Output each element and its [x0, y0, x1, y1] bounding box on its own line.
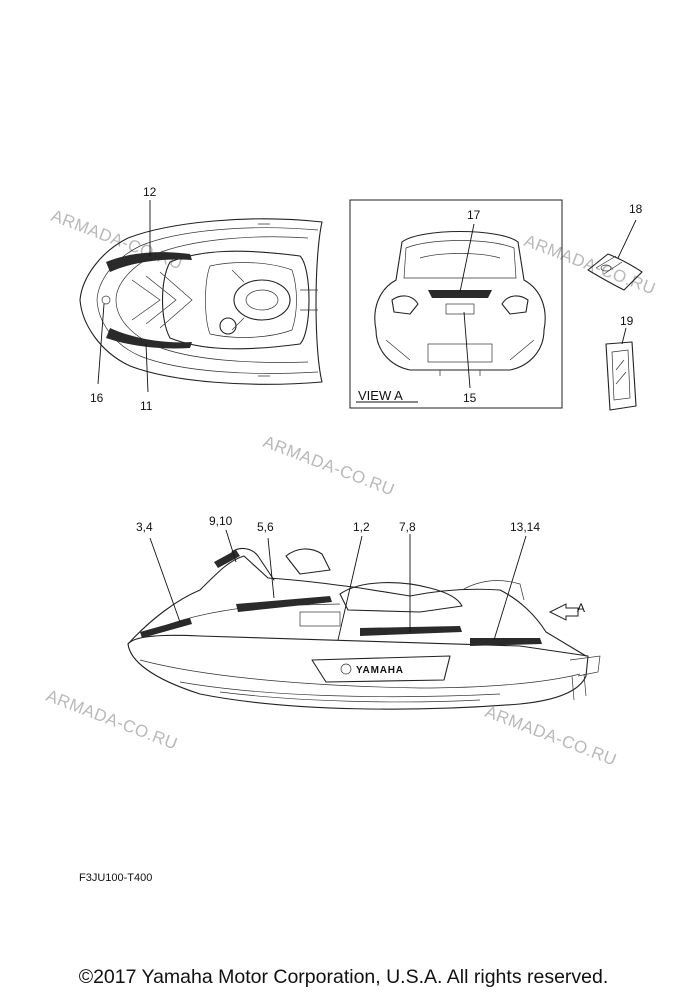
watermark: ARMADA-CO.RU	[44, 686, 181, 754]
part-label: 3,4	[136, 520, 153, 534]
arrow-label: A	[577, 601, 585, 615]
side-view-hull: YAMAHA	[127, 547, 601, 710]
brand-mark: YAMAHA	[356, 665, 404, 676]
part-label: 5,6	[257, 520, 274, 534]
part-label: 15	[463, 391, 477, 405]
view-a-frame	[349, 199, 563, 409]
part-labels: 12 16 11 17 15 18 19 3,4 9,10 5,6 1,2 7,…	[90, 185, 643, 534]
watermark: ARMADA-CO.RU	[261, 432, 398, 500]
part-label: 9,10	[209, 514, 233, 528]
top-view-hull	[79, 218, 323, 385]
view-a-caption: VIEW A	[358, 388, 403, 403]
part-label: 7,8	[399, 520, 416, 534]
part-label: 19	[620, 314, 634, 328]
part-label: 11	[140, 399, 153, 413]
part-18-packet	[587, 253, 643, 291]
view-a-stern	[374, 230, 546, 376]
part-label: 13,14	[510, 520, 540, 534]
part-label: 16	[90, 391, 104, 405]
part-19-card	[605, 341, 637, 411]
watermark: ARMADA-CO.RU	[522, 231, 659, 299]
watermark: ARMADA-CO.RU	[483, 702, 620, 770]
view-direction-arrow	[548, 603, 579, 621]
part-label: 12	[143, 185, 157, 199]
part-label: 17	[467, 208, 481, 222]
part-label: 18	[629, 202, 643, 216]
part-label: 1,2	[353, 520, 370, 534]
diagram-code: F3JU100-T400	[79, 872, 153, 884]
copyright-notice: ©2017 Yamaha Motor Corporation, U.S.A. A…	[78, 966, 609, 988]
